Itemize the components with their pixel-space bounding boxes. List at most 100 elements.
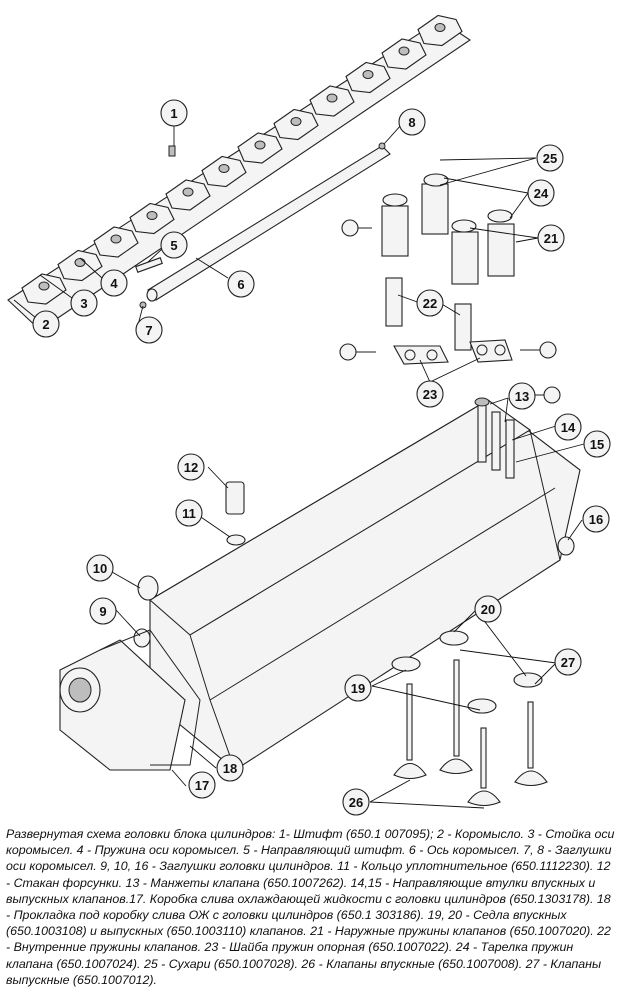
svg-text:8: 8 [408, 115, 415, 130]
svg-text:6: 6 [237, 277, 244, 292]
rocker-arm-bore [218, 164, 230, 173]
svg-text:22: 22 [423, 296, 437, 311]
assembly-hand-icon [534, 386, 561, 404]
inner-spring [385, 277, 403, 327]
intake-valve [393, 683, 427, 780]
valve-seat [467, 698, 497, 714]
callout: 5 [160, 231, 188, 259]
callout: 10 [86, 554, 114, 582]
head-plug [557, 536, 575, 556]
injector-sleeve [225, 481, 245, 515]
svg-text:5: 5 [170, 238, 177, 253]
callout: 17 [188, 771, 216, 799]
callout: 16 [582, 505, 610, 533]
svg-text:7: 7 [145, 323, 152, 338]
assembly-hand-icon [520, 341, 557, 359]
callout: 14 [554, 413, 582, 441]
outer-spring [381, 205, 409, 257]
assembly-hand-icon [341, 219, 372, 237]
svg-text:26: 26 [349, 795, 363, 810]
svg-text:13: 13 [515, 389, 529, 404]
valve-springs-group [381, 173, 515, 365]
spring-retainer [451, 219, 477, 233]
rocker-arm-bore [110, 234, 122, 244]
diagram-caption: Развернутая схема головки блока цилиндро… [6, 827, 615, 987]
cylinder-head-exploded-diagram: 1 2 3 4 5 6 7 8 9 10 11 12 13 14 15 16 1… [7, 14, 611, 816]
svg-text:20: 20 [481, 602, 495, 617]
pin [168, 145, 176, 157]
spring-retainer [487, 209, 513, 223]
callout: 9 [89, 597, 117, 625]
coolant-drain-box [59, 639, 186, 771]
callout: 26 [342, 788, 370, 816]
guide-pin [135, 257, 163, 273]
callout: 3 [70, 289, 98, 317]
spring-retainer [382, 193, 408, 207]
callout: 13 [508, 382, 536, 410]
svg-text:14: 14 [561, 420, 576, 435]
assembly-hand-icon [339, 343, 376, 361]
head-plug [137, 575, 159, 601]
callout: 4 [100, 269, 128, 297]
rocker-arm-bore [290, 117, 302, 126]
svg-text:21: 21 [544, 231, 558, 246]
svg-text:3: 3 [80, 296, 87, 311]
leader-lines [13, 123, 585, 809]
svg-text:12: 12 [184, 460, 198, 475]
svg-text:10: 10 [93, 561, 107, 576]
cylinder-head [149, 399, 581, 771]
callout: 19 [344, 674, 372, 702]
callout: 22 [416, 289, 444, 317]
shaft-plug-front [139, 301, 147, 309]
rocker-arm-bore [398, 46, 410, 56]
callout: 8 [398, 108, 426, 136]
rocker-arm-bore [182, 187, 194, 197]
rocker-arm-bore [146, 211, 158, 220]
rocker-arm-assembly [7, 14, 471, 331]
outer-spring [421, 183, 449, 235]
svg-text:2: 2 [42, 317, 49, 332]
callout: 12 [177, 453, 205, 481]
outer-spring [451, 231, 479, 285]
svg-text:25: 25 [543, 151, 557, 166]
valve-seat [439, 630, 469, 646]
exhaust-valve [439, 659, 473, 775]
valve-seat [391, 656, 421, 672]
valve-seat [513, 672, 543, 688]
svg-text:18: 18 [223, 761, 237, 776]
rocker-shaft [146, 145, 391, 302]
exhaust-valve [514, 701, 548, 787]
svg-text:23: 23 [423, 387, 437, 402]
shaft-plug-rear [378, 142, 386, 150]
svg-text:15: 15 [590, 437, 604, 452]
callout: 23 [416, 380, 444, 408]
callout: 15 [583, 430, 611, 458]
rocker-arm-bore [362, 70, 374, 79]
svg-text:17: 17 [195, 778, 209, 793]
callout: 7 [135, 316, 163, 344]
outer-spring [487, 223, 515, 277]
svg-text:4: 4 [110, 276, 118, 291]
callout: 18 [216, 754, 244, 782]
svg-text:9: 9 [99, 604, 106, 619]
rocker-arm-bore [74, 258, 86, 267]
rocker-arm-bore [326, 93, 338, 103]
callout: 11 [175, 499, 203, 527]
svg-text:19: 19 [351, 681, 365, 696]
callout: 25 [536, 144, 564, 172]
drain-box-gasket [99, 629, 201, 766]
svg-text:27: 27 [561, 655, 575, 670]
callout: 2 [32, 310, 60, 338]
intake-valve [467, 727, 501, 807]
callout: 1 [160, 99, 188, 127]
svg-text:16: 16 [589, 512, 603, 527]
callout: 6 [227, 270, 255, 298]
o-ring [226, 534, 246, 546]
svg-text:24: 24 [534, 186, 549, 201]
svg-text:1: 1 [170, 106, 177, 121]
svg-text:11: 11 [182, 506, 196, 521]
callout: 24 [527, 179, 555, 207]
callout: 27 [554, 648, 582, 676]
rocker-arm-bore [254, 140, 266, 150]
callout: 21 [537, 224, 565, 252]
